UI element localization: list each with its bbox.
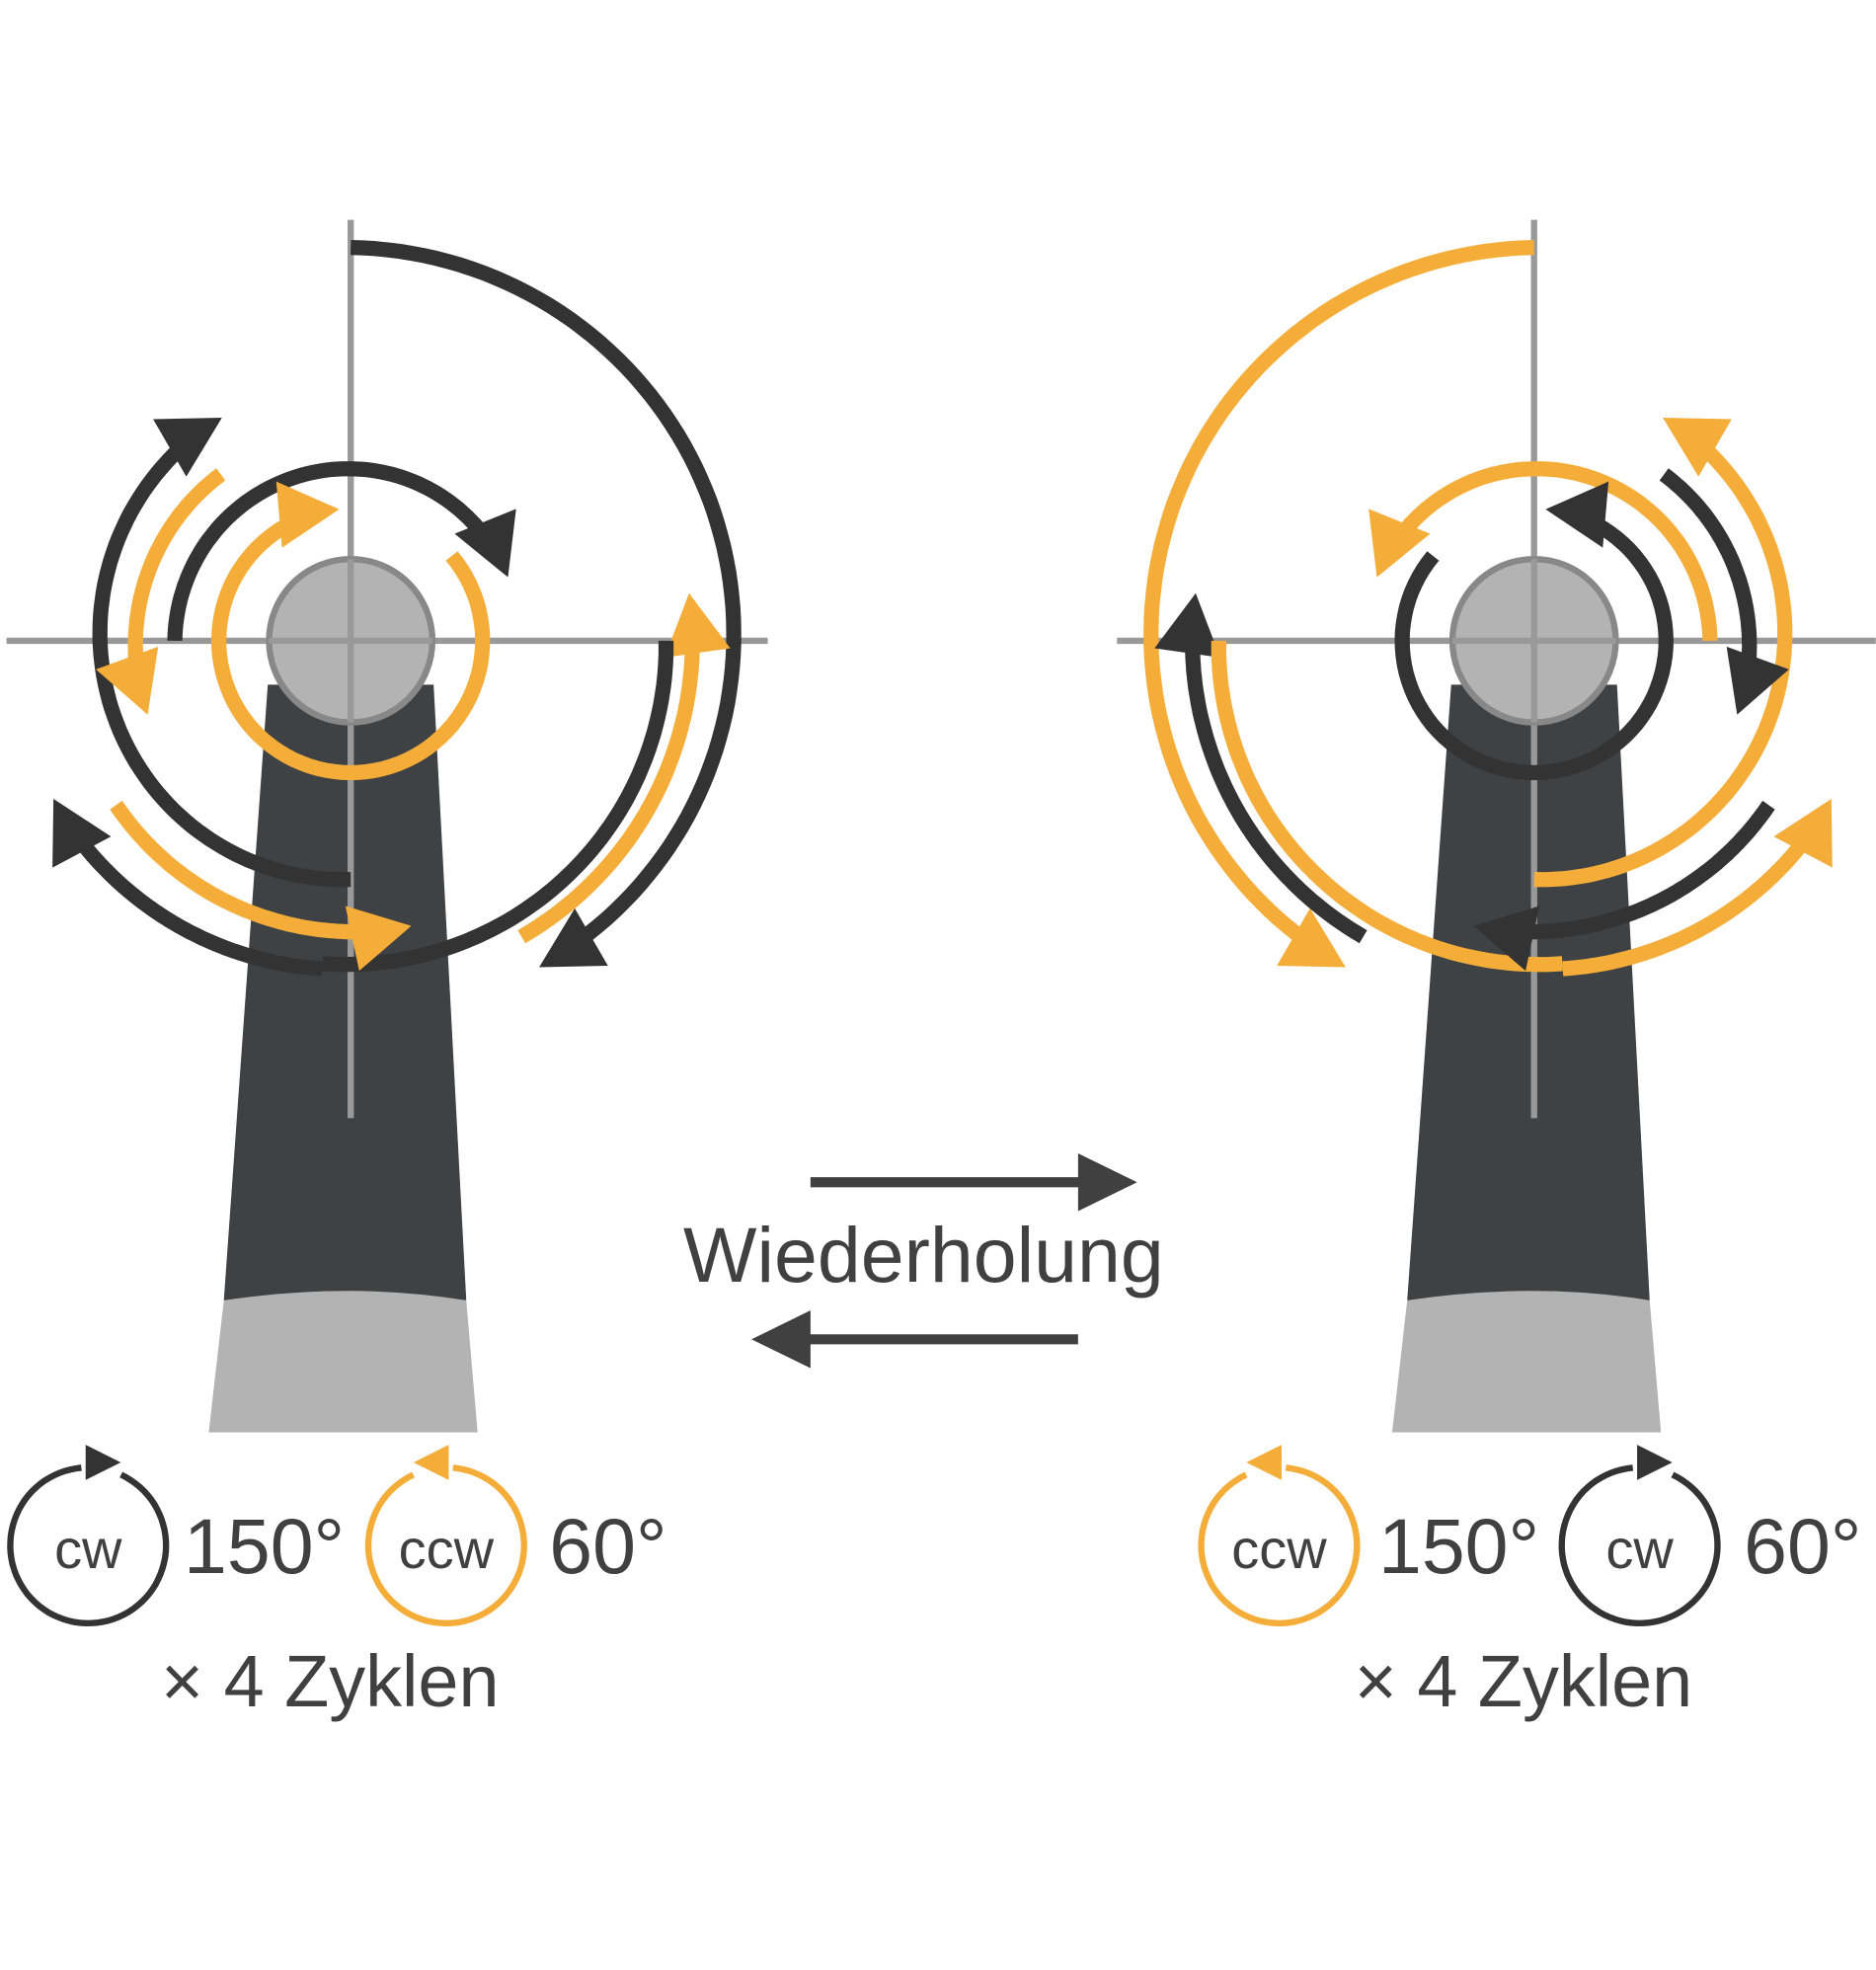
rotation-arc-6-head-icon [153, 418, 222, 477]
left-cycles: × 4 Zyklen [161, 1640, 499, 1722]
rotation-arc-7 [127, 468, 226, 681]
rotation-arc-6 [1533, 433, 1793, 888]
left-step1-angle: 150° [184, 1503, 345, 1590]
rotation-arc-9-head-icon [275, 481, 340, 548]
rotation-arc-7 [1659, 468, 1758, 681]
handpiece-body [1407, 684, 1650, 1300]
rotation-arc-9 [210, 510, 491, 781]
left-step1-direction: cw [54, 1518, 122, 1580]
rotation-arc-2 [517, 628, 700, 944]
rotation-arc-1-head-icon [539, 907, 608, 968]
rotation-circle [7, 1464, 170, 1627]
rotation-arc-4-head-icon [1773, 798, 1833, 868]
rotation-arc-2-head-icon [1154, 592, 1220, 658]
rotation-circle [1198, 1464, 1361, 1627]
right-instrument-figure [1117, 219, 1876, 1433]
rotation-arc-5 [1509, 800, 1775, 940]
rotation-arc-9 [1394, 510, 1674, 781]
rotation-arc-6-head-icon [1663, 418, 1732, 477]
handpiece-tip [208, 1291, 478, 1433]
ccw-rotation-icon [364, 1445, 527, 1627]
repeat-arrows: Wiederholung [683, 1152, 1164, 1369]
handpiece-tip [1391, 1291, 1662, 1433]
rotation-arc-6 [92, 433, 352, 888]
cw-rotation-icon [1558, 1445, 1721, 1627]
rotation-arc-8-head-icon [1368, 509, 1431, 578]
rotation-arc-4 [1562, 826, 1819, 977]
rotation-arrowhead-icon [413, 1445, 449, 1480]
left-step2-angle: 60° [549, 1503, 666, 1590]
rotation-arc-5-head-icon [1473, 906, 1540, 972]
right-step2-angle: 60° [1744, 1503, 1861, 1590]
ccw-rotation-icon [1198, 1445, 1361, 1627]
left-instrument-figure [6, 219, 768, 1433]
rotation-arc-8 [167, 461, 498, 642]
repeat-label: Wiederholung [683, 1212, 1164, 1299]
rotation-arc-4 [66, 826, 323, 977]
rotation-arc-8-head-icon [454, 509, 516, 578]
rotation-arc-5-head-icon [345, 906, 412, 972]
rotation-arc-5 [110, 800, 376, 940]
rotation-arc-2 [1185, 628, 1368, 944]
rotation-arc-8 [1386, 461, 1718, 642]
rotation-circle [364, 1464, 527, 1627]
arrow-right-head-icon [1077, 1152, 1137, 1212]
rotation-arc-4-head-icon [52, 798, 112, 868]
right-step2-direction: cw [1605, 1518, 1674, 1580]
rotation-arrowhead-icon [1246, 1445, 1282, 1480]
rotation-arc-1 [350, 240, 742, 955]
rotation-arc-7-head-icon [1726, 646, 1789, 715]
rotation-arrowhead-icon [1637, 1445, 1673, 1480]
rotation-arc-1-head-icon [1277, 907, 1346, 968]
right-cycles: × 4 Zyklen [1355, 1640, 1692, 1722]
left-step2-direction: ccw [399, 1518, 495, 1580]
right-step1-direction: ccw [1231, 1518, 1327, 1580]
rotation-arc-9-head-icon [1545, 481, 1609, 548]
cw-rotation-icon [7, 1445, 170, 1627]
rotation-arc-1 [1143, 240, 1534, 955]
rotation-arc-3 [322, 640, 674, 973]
rotation-arc-3 [1211, 640, 1563, 973]
handpiece-body [223, 684, 467, 1300]
arrow-left-head-icon [751, 1310, 811, 1369]
left-legend: cw 150° ccw 60° × 4 Zyklen [7, 1445, 666, 1722]
rotation-arc-2-head-icon [664, 592, 731, 658]
rotation-arc-7-head-icon [96, 646, 159, 715]
right-legend: ccw 150° cw 60° × 4 Zyklen [1198, 1445, 1861, 1722]
rotation-circle [1558, 1464, 1721, 1627]
rotation-arrowhead-icon [85, 1445, 121, 1480]
right-step1-angle: 150° [1378, 1503, 1539, 1590]
